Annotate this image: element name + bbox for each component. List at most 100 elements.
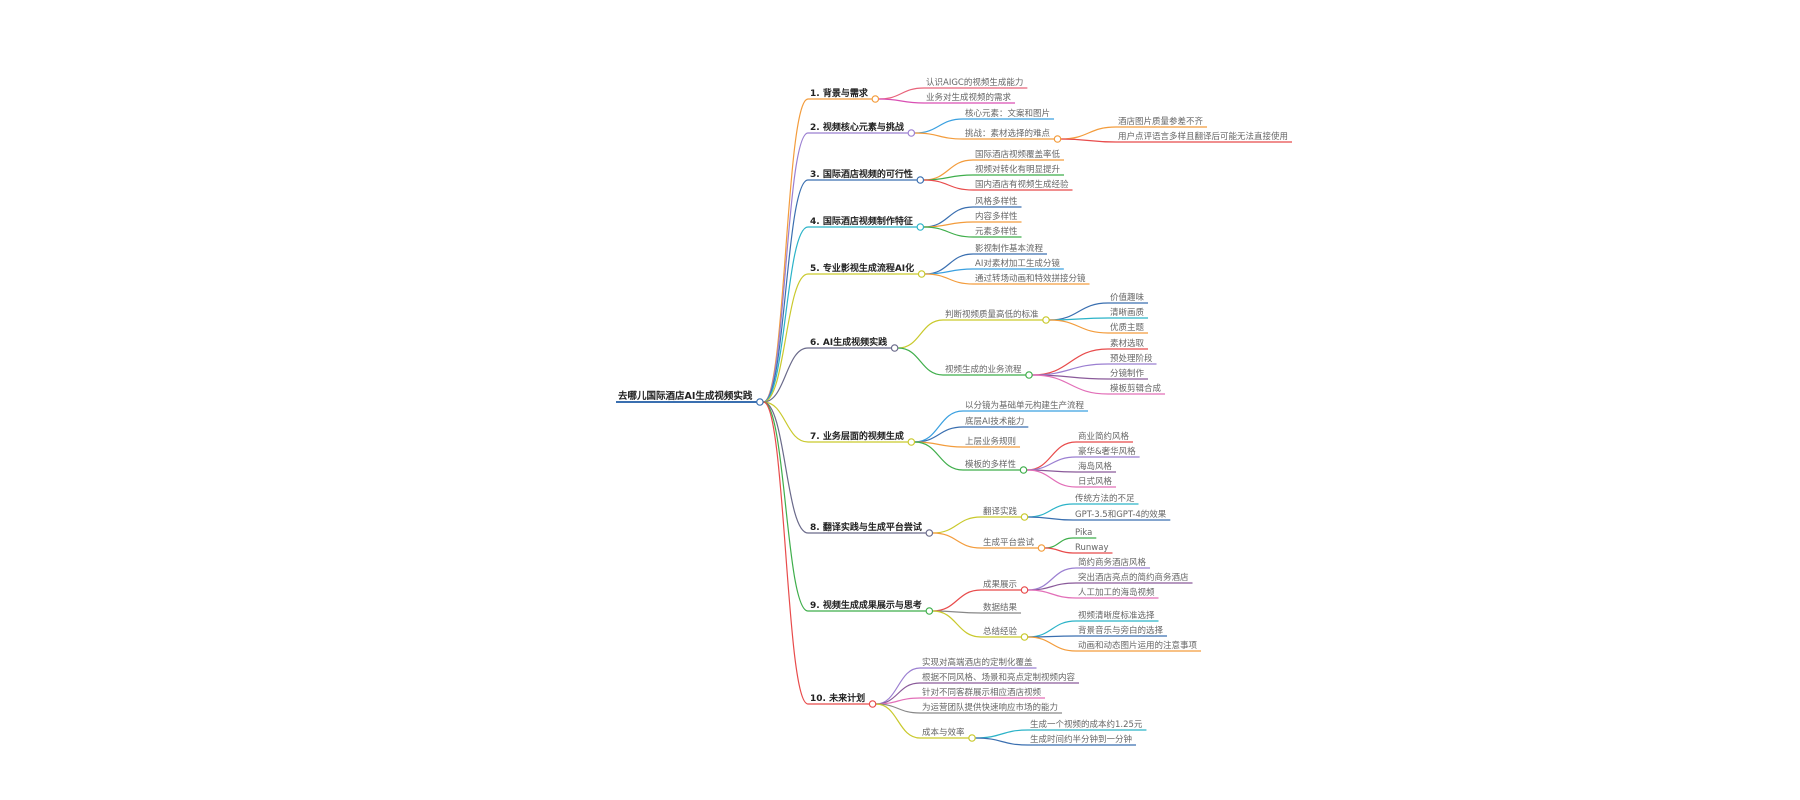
branch-line <box>1028 620 1077 638</box>
branch-line <box>923 179 974 191</box>
collapse-toggle-icon[interactable] <box>1053 135 1062 143</box>
branch-line <box>1061 126 1117 140</box>
branch-line <box>763 179 809 403</box>
subtopic: 视频生成的业务流程 <box>945 364 1022 375</box>
subtopic: 实现对高端酒店的定制化覆盖 <box>922 657 1033 668</box>
subtopic: 为运营团队提供快速响应市场的能力 <box>922 702 1058 713</box>
detail-topic: 简约商务酒店风格 <box>1078 557 1147 568</box>
detail-topic: Runway <box>1075 543 1109 553</box>
detail-topic: 模板剪辑合成 <box>1110 383 1162 394</box>
detail-topic: 视频清晰度标准选择 <box>1078 610 1155 621</box>
detail-topic: 海岛风格 <box>1078 461 1113 472</box>
branch-line <box>763 273 809 403</box>
main-topic-3: 3. 国际酒店视频的可行性 <box>810 168 913 180</box>
detail-topic: Pika <box>1075 528 1092 538</box>
collapse-toggle-icon[interactable] <box>756 398 764 406</box>
main-topic-9: 9. 视频生成成果展示与思考 <box>810 599 922 611</box>
branch-line <box>923 174 974 181</box>
detail-topic: GPT-3.5和GPT-4的效果 <box>1075 509 1167 520</box>
branch-line <box>914 132 964 140</box>
detail-topic: 背景音乐与旁白的选择 <box>1078 625 1164 636</box>
subtopic: 成本与效率 <box>922 727 965 738</box>
branch-line <box>763 347 809 403</box>
branch-line <box>925 273 974 285</box>
subtopic: 通过转场动画和特效拼接分镜 <box>975 273 1086 284</box>
detail-topic: 价值趣味 <box>1110 292 1145 303</box>
collapse-toggle-icon[interactable] <box>907 129 916 137</box>
main-topic-10: 10. 未来计划 <box>810 692 865 704</box>
branch-line <box>975 729 1029 739</box>
detail-topic: 突出酒店亮点的简约商务酒店 <box>1078 572 1189 583</box>
branch-line <box>763 401 809 612</box>
branch-line <box>763 401 809 443</box>
branch-line <box>876 703 921 739</box>
branch-line <box>763 401 809 534</box>
collapse-toggle-icon[interactable] <box>1025 371 1033 379</box>
collapse-toggle-icon[interactable] <box>868 700 877 708</box>
detail-topic: 分镜制作 <box>1110 368 1145 379</box>
collapse-toggle-icon[interactable] <box>1019 466 1028 474</box>
subtopic: 数据结果 <box>983 602 1018 613</box>
collapse-toggle-icon[interactable] <box>1020 633 1029 641</box>
branch-line <box>763 401 809 705</box>
subtopic: 判断视频质量高低的标准 <box>945 309 1039 320</box>
collapse-toggle-icon[interactable] <box>907 438 916 446</box>
subtopic: 内容多样性 <box>975 211 1018 222</box>
main-topic-7: 7. 业务层面的视频生成 <box>810 430 904 442</box>
collapse-toggle-icon[interactable] <box>1037 544 1046 552</box>
branch-line <box>763 226 809 403</box>
branch-line <box>914 118 964 134</box>
detail-topic: 人工加工的海岛视频 <box>1078 587 1155 598</box>
subtopic: 核心元素：文案和图片 <box>965 108 1050 119</box>
subtopic: 影视制作基本流程 <box>975 243 1044 254</box>
branch-line <box>763 132 809 403</box>
collapse-toggle-icon[interactable] <box>917 270 926 278</box>
detail-topic: 生成时间约半分钟到一分钟 <box>1030 734 1132 745</box>
collapse-toggle-icon[interactable] <box>916 223 925 231</box>
branch-line <box>1045 537 1074 549</box>
branch-line <box>1049 319 1109 334</box>
detail-topic: 商业简约风格 <box>1078 431 1130 442</box>
branch-line <box>1032 363 1109 376</box>
collapse-toggle-icon[interactable] <box>925 607 934 615</box>
subtopic: 针对不同客群展示相应酒店视频 <box>922 687 1042 698</box>
collapse-toggle-icon[interactable] <box>871 95 880 103</box>
branch-line <box>1028 636 1077 652</box>
subtopic: 上层业务规则 <box>965 436 1016 447</box>
branch-line <box>1028 503 1074 518</box>
collapse-toggle-icon[interactable] <box>1020 513 1029 521</box>
detail-topic: 清晰画质 <box>1110 307 1145 318</box>
detail-topic: 酒店图片质量参差不齐 <box>1118 116 1204 127</box>
collapse-toggle-icon[interactable] <box>916 176 925 184</box>
branch-line <box>932 610 982 638</box>
branch-line <box>1061 138 1117 143</box>
collapse-toggle-icon[interactable] <box>968 734 976 742</box>
subtopic: 总结经验 <box>983 626 1018 637</box>
detail-topic: 生成一个视频的成本约1.25元 <box>1030 719 1143 730</box>
branch-line <box>914 441 964 471</box>
subtopic: 挑战：素材选择的难点 <box>965 128 1051 139</box>
branch-line <box>1032 374 1109 395</box>
collapse-toggle-icon[interactable] <box>925 529 934 537</box>
branch-line <box>1028 516 1074 521</box>
subtopic: 元素多样性 <box>975 226 1018 237</box>
branch-line <box>932 516 982 534</box>
subtopic: 国内酒店有视频生成经验 <box>975 179 1069 190</box>
main-topic-2: 2. 视频核心元素与挑战 <box>810 121 904 133</box>
branch-line <box>932 532 982 549</box>
subtopic: 以分镜为基础单元构建生产流程 <box>965 400 1085 411</box>
collapse-toggle-icon[interactable] <box>1042 316 1050 324</box>
collapse-toggle-icon[interactable] <box>890 344 899 352</box>
branch-line <box>914 426 964 443</box>
branch-line <box>914 410 964 443</box>
collapse-toggle-icon[interactable] <box>1020 586 1029 594</box>
subtopic: 根据不同风格、场景和亮点定制视频内容 <box>922 672 1076 683</box>
branch-line <box>923 221 974 228</box>
detail-topic: 优质主题 <box>1110 322 1145 333</box>
subtopic: 底层AI技术能力 <box>965 416 1024 427</box>
branch-line <box>925 268 974 275</box>
subtopic: 风格多样性 <box>975 196 1018 207</box>
detail-topic: 预处理阶段 <box>1110 353 1153 364</box>
